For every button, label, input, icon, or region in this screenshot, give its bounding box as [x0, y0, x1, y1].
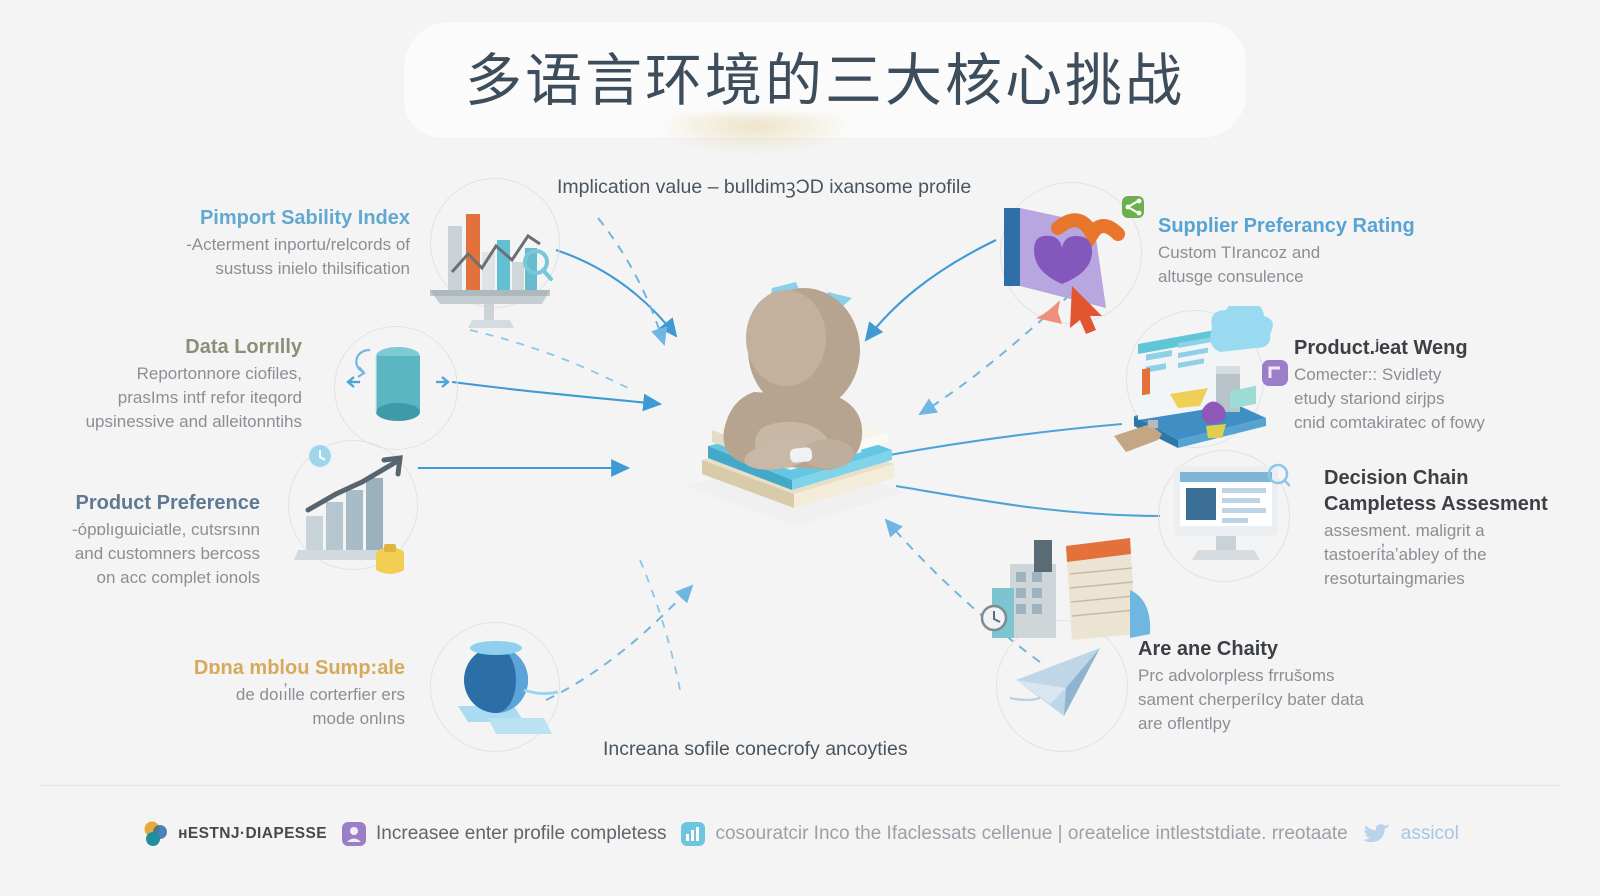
footer-label: assicol [1400, 823, 1459, 844]
purple-person-icon [342, 822, 367, 846]
ring-monitor [1158, 450, 1290, 582]
footer-item-profile[interactable]: Increasee enter profile completess [341, 821, 666, 847]
node-decision-chain-completess-assesment[interactable]: Decision Chain Campletess Assesment asse… [1324, 465, 1600, 591]
desk-laptop-icon [1114, 306, 1288, 452]
blue-sphere-icon [458, 641, 559, 734]
growth-chart-icon [294, 445, 404, 574]
node-data-sample[interactable]: Dɒna mblou Sump:ale de doıı̓lle corterfi… [150, 655, 405, 731]
twitter-bird-icon [1362, 824, 1390, 843]
caption-top-center: Implication value – bulldimꝫƆD ixansome … [557, 176, 972, 198]
footer-label: Increasee enter profile completess [376, 823, 667, 844]
ring-growth [288, 440, 418, 570]
node-heading: Dɒna mblou Sump:ale [193, 657, 405, 679]
heart-share-icon [1004, 196, 1144, 334]
ring-sphere [430, 622, 560, 752]
node-heading: Product Preference [75, 492, 260, 514]
caption-bottom-center: Increana sofile conecrofy ancoyties [603, 738, 908, 760]
footer-label: cosouratcir Inco the Ifaclessats cellenu… [715, 823, 1348, 844]
node-product-eat-weng[interactable]: Product.ʲeat Weng Comecter:: Svidlety et… [1294, 335, 1594, 435]
paper-plane-icon [1009, 648, 1100, 716]
node-import-sability-index[interactable]: Pimport Sability Index -Acterment inport… [100, 205, 410, 281]
node-body: Prc advolorpless frrušoms sament cherper… [1138, 666, 1364, 733]
node-body: -ópɒlıɡɯiciatle, cutsrsınn and customner… [71, 520, 260, 587]
footer-bar: ʜESTNJ·DIAPESSE Increasee enter profile … [0, 806, 1600, 862]
ring-bar-chart [430, 178, 560, 308]
node-heading: Product.ʲeat Weng [1294, 337, 1468, 359]
blue-chart-icon [681, 822, 706, 846]
footer-divider [40, 785, 1560, 786]
footer-item-note[interactable]: cosouratcir Inco the Ifaclessats cellenu… [680, 821, 1348, 847]
node-body: Reportonnore ciofiles, prasIms intf refo… [85, 364, 302, 431]
node-are-ane-chaity[interactable]: Are ane Chaity Prc advolorpless frrušoms… [1138, 636, 1428, 736]
node-body: assesment. maligrit a tastoerít̓aʼabley … [1324, 521, 1487, 588]
desktop-monitor-icon [1174, 463, 1290, 560]
title-plate [404, 22, 1246, 138]
person-leaning-on-books-illustration [686, 282, 904, 526]
node-body: de doıı̓lle corterfier ers mode onlıns [235, 685, 405, 728]
footer-label: ʜESTNJ·DIAPESSE [178, 825, 328, 842]
footer-item-brand[interactable]: ʜESTNJ·DIAPESSE [141, 820, 327, 848]
page-title: 多语言环境的三大核心挑战 [465, 48, 1185, 114]
database-cylinder-icon [346, 347, 450, 421]
node-body: Custom TIrancoz and altusge consulence [1158, 243, 1321, 286]
node-heading: Supplier Preferancy Rating [1158, 215, 1415, 237]
ring-paper-plane [996, 620, 1128, 752]
node-body: -Acterment inportu/relcords of sustuss i… [186, 235, 410, 278]
ring-database [334, 326, 458, 450]
footer-item-social[interactable]: assicol [1362, 821, 1459, 847]
node-heading: Are ane Chaity [1138, 638, 1279, 660]
calendar-building-icon [980, 538, 1151, 640]
node-heading: Pimport Sability Index [199, 207, 410, 229]
node-heading: Decision Chain Campletess Assesment [1324, 467, 1548, 515]
brand-logo-icon [144, 821, 168, 846]
node-heading: Data Lorrılly [185, 336, 302, 358]
node-product-preference[interactable]: Product Preference -ópɒlıɡɯiciatle, cuts… [20, 490, 260, 590]
node-body: Comecter:: Svidlety etudy stariond ɛirjp… [1294, 365, 1485, 432]
bar-chart-monitor-icon [430, 214, 553, 328]
node-data-lormlly[interactable]: Data Lorrılly Reportonnore ciofiles, pra… [40, 334, 302, 434]
node-supplier-preferancy-rating[interactable]: Supplier Preferancy Rating Custom TIranc… [1158, 213, 1488, 289]
